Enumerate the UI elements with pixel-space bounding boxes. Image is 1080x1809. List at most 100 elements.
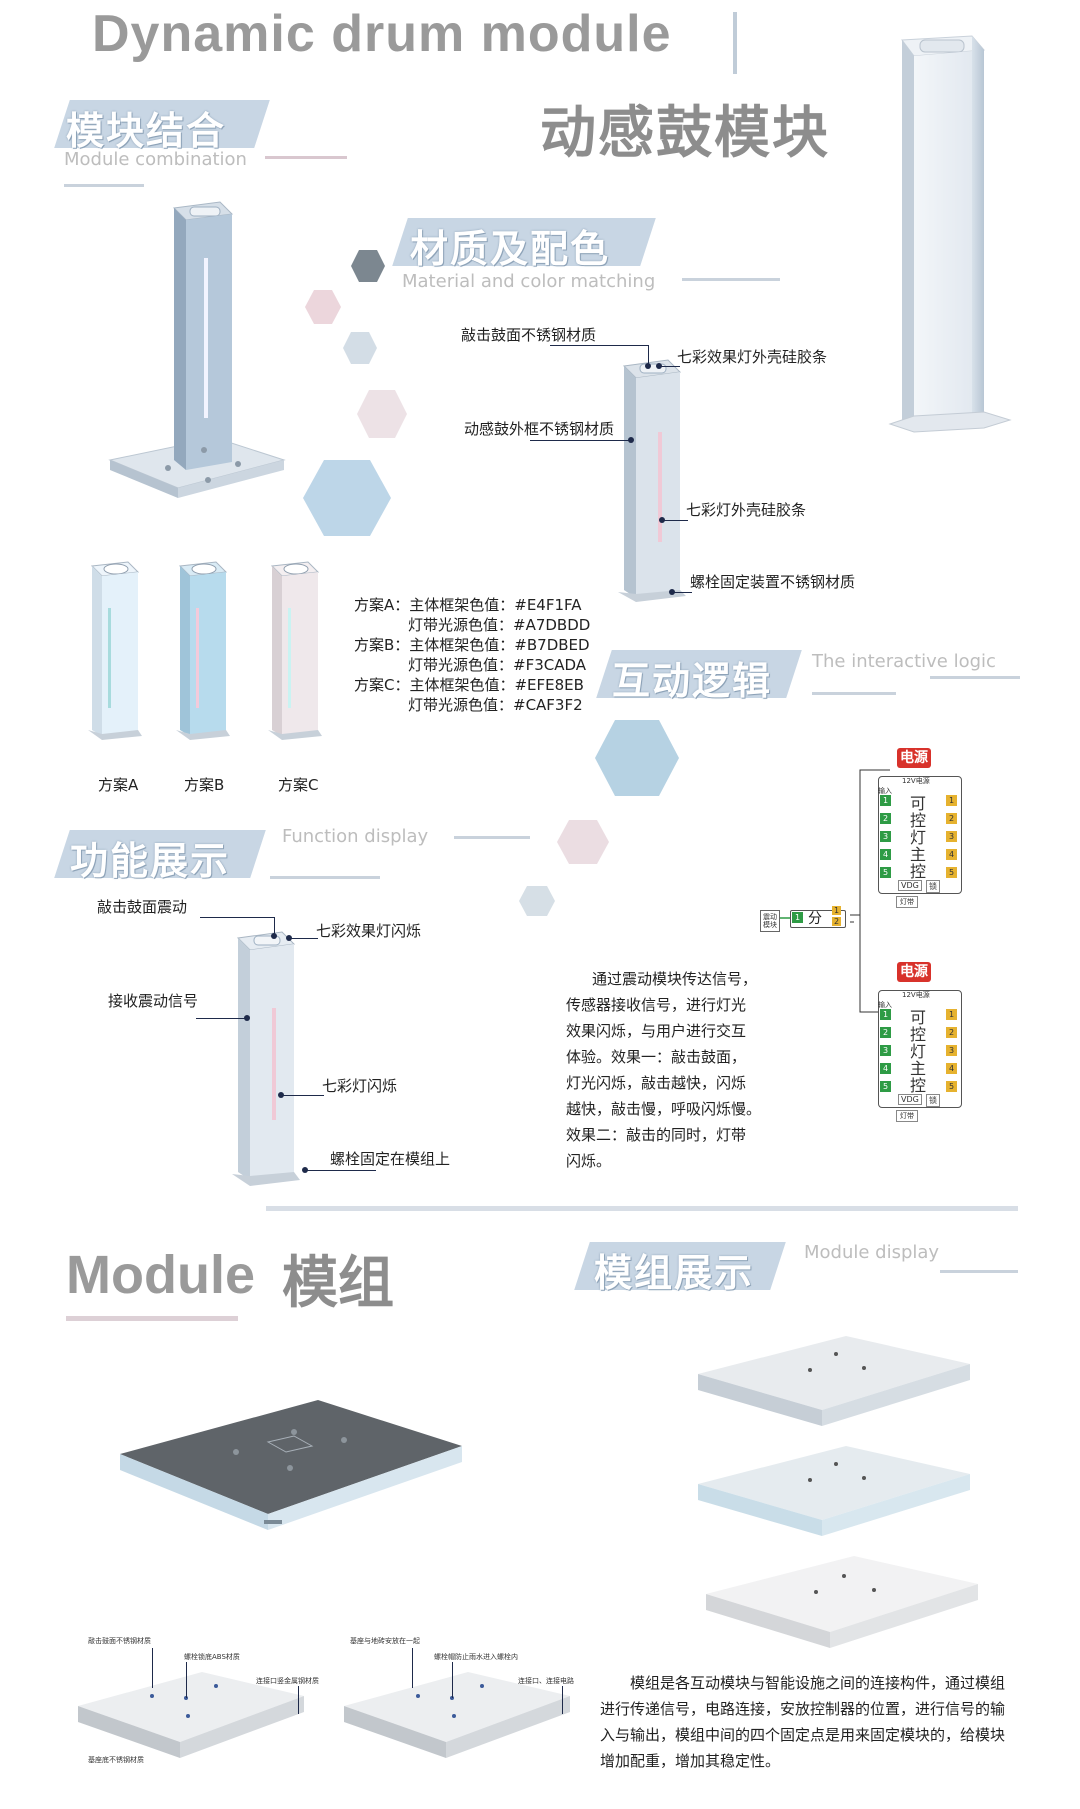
- leader-line: [290, 938, 318, 939]
- rule-function-b: [270, 876, 380, 879]
- section-divider: [266, 1206, 1018, 1211]
- leader-dot: [659, 517, 665, 523]
- hexagon-interactive-pink: [557, 820, 609, 864]
- hexagon-interactive-light: [519, 886, 555, 916]
- scheme-c-pillar: [268, 561, 322, 740]
- controller-char: 控: [910, 811, 927, 830]
- rule-module-display: [940, 1270, 1018, 1273]
- lock-label-2: 锁: [926, 1094, 940, 1107]
- scheme-b-frame: 方案B：主体框架色值：#B7DBED: [354, 636, 590, 654]
- section-subtitle-function: Function display: [282, 826, 429, 847]
- module-label-a4: 基座底不锈钢材质: [88, 1756, 144, 1764]
- controller-char: 控: [910, 1025, 927, 1044]
- module-label-b3: 连接口、连接电路: [518, 1677, 574, 1685]
- lamp-label-1: 灯带: [896, 896, 918, 908]
- scheme-a-frame: 方案A：主体框架色值：#E4F1FA: [354, 596, 582, 614]
- rule-interactive-a: [812, 692, 896, 695]
- leader-line: [562, 1686, 563, 1714]
- splitter-port: 1: [792, 912, 803, 923]
- module-dark-image: [120, 1400, 462, 1530]
- module-title-cn: 模组: [282, 1251, 394, 1316]
- rule-function-a: [454, 836, 530, 839]
- section-subtitle-combination: Module combination: [64, 149, 247, 170]
- tall-pillar-image: [888, 35, 1012, 433]
- leader-line: [550, 345, 648, 346]
- para-line: 灯光闪烁，敲击越快，闪烁: [566, 1074, 747, 1092]
- controller-char: 控: [910, 862, 927, 881]
- yellow-port: 4: [946, 849, 957, 860]
- yellow-port: 3: [946, 1045, 957, 1056]
- scheme-b-name: 方案B: [184, 776, 225, 794]
- para-line: 传感器接收信号，进行灯光: [566, 996, 747, 1014]
- vdg-label-1: VDG: [898, 880, 922, 891]
- hexagon-blue-large: [303, 460, 391, 536]
- module-display-2: [698, 1446, 970, 1536]
- vdg-label-2: VDG: [898, 1094, 922, 1105]
- leader-line: [674, 592, 692, 593]
- green-port: 4: [880, 1063, 891, 1074]
- leader-line: [648, 345, 649, 365]
- leader-line: [298, 1686, 299, 1714]
- green-port: 5: [880, 867, 891, 878]
- label-bolt-material: 螺栓固定装置不锈钢材质: [690, 573, 856, 591]
- material-pillar-image: [618, 359, 686, 602]
- controller-char: 灯: [910, 1042, 927, 1061]
- supply-label-1: 12V电源: [902, 777, 930, 785]
- rule-module: [66, 1316, 238, 1321]
- label-receive: 接收震动信号: [108, 992, 199, 1010]
- para-line: 增加配重，增加其稳定性。: [600, 1752, 781, 1770]
- module-display-3: [706, 1556, 978, 1648]
- section-title-material: 材质及配色: [410, 227, 611, 271]
- title-divider: [733, 12, 737, 74]
- label-surface-material: 敲击鼓面不锈钢材质: [461, 326, 597, 344]
- green-port: 2: [880, 1027, 891, 1038]
- hexagon-dark-gray: [351, 250, 385, 282]
- green-port: 2: [880, 813, 891, 824]
- function-paragraph: 通过震动模块传达信号， 传感器接收信号，进行灯光 效果闪烁，与用户进行交互 体验…: [566, 966, 766, 1174]
- input-label-1: 输入: [878, 787, 892, 795]
- leader-line: [152, 1648, 153, 1688]
- module-title-en: Module: [66, 1245, 255, 1305]
- yellow-port: 2: [946, 1027, 957, 1038]
- label-light-shell-mid: 七彩灯外壳硅胶条: [686, 501, 807, 519]
- green-port: 1: [880, 1009, 891, 1020]
- controller-char: 可: [910, 1008, 927, 1027]
- controller-char: 主: [910, 845, 927, 864]
- hexagon-pink: [305, 290, 341, 324]
- splitter-out: 1: [832, 906, 841, 915]
- controller-char: 主: [910, 1059, 927, 1078]
- hexagon-light-pink: [357, 390, 407, 438]
- leader-dot: [244, 1015, 250, 1021]
- para-line: 通过震动模块传达信号，: [592, 970, 758, 988]
- leader-dot: [271, 933, 277, 939]
- scheme-a-pillar: [88, 561, 142, 740]
- hexagon-interactive-blue: [595, 720, 679, 796]
- scheme-c-light: 灯带光源色值：#CAF3F2: [408, 696, 583, 714]
- scheme-c-frame: 方案C：主体框架色值：#EFE8EB: [354, 676, 584, 694]
- leader-dot: [669, 589, 675, 595]
- rule-combination: [265, 156, 347, 159]
- sensor-label: 震动模块: [760, 910, 780, 932]
- module-paragraph: 模组是各互动模块与智能设施之间的连接构件，通过模组 进行传递信号，电路连接，安放…: [600, 1670, 1020, 1774]
- leader-dot: [628, 437, 634, 443]
- yellow-port: 1: [946, 1009, 957, 1020]
- leader-line: [452, 1662, 453, 1698]
- lamp-label-2: 灯带: [896, 1110, 918, 1122]
- leader-dot: [656, 363, 662, 369]
- controller-char: 灯: [910, 828, 927, 847]
- green-port: 3: [880, 831, 891, 842]
- yellow-port: 5: [946, 867, 957, 878]
- leader-line: [660, 366, 680, 367]
- section-title-function: 功能展示: [70, 839, 231, 883]
- lock-label-1: 锁: [926, 880, 940, 893]
- leader-line: [664, 520, 688, 521]
- yellow-port: 5: [946, 1081, 957, 1092]
- label-frame-material: 动感鼓外框不锈钢材质: [464, 420, 615, 438]
- module-annotated-a: [78, 1672, 304, 1758]
- leader-line: [412, 1648, 413, 1688]
- module-label-b2: 螺栓帽防止雨水进入螺栓内: [434, 1653, 518, 1661]
- supply-label-2: 12V电源: [902, 991, 930, 999]
- label-flash-mid: 七彩灯闪烁: [322, 1077, 398, 1095]
- para-line: 闪烁。: [566, 1152, 612, 1170]
- yellow-port: 1: [946, 795, 957, 806]
